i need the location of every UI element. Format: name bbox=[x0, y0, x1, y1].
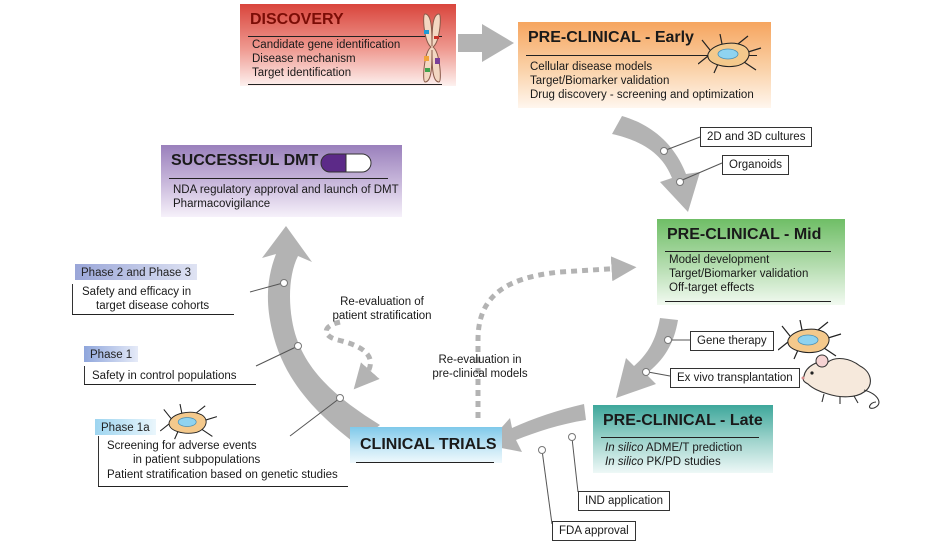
discovery-box: DISCOVERY Candidate gene identification … bbox=[240, 4, 456, 86]
phase1a-line: Patient stratification based on genetic … bbox=[107, 469, 338, 481]
preclinical-mid-rule-bottom bbox=[665, 301, 831, 302]
arrow-early-to-mid bbox=[612, 116, 700, 212]
preclinical-mid-rule bbox=[665, 251, 831, 252]
phase1a-bracket bbox=[98, 436, 99, 486]
reeval-stratification-label: Re-evaluation of patient stratification bbox=[332, 296, 432, 322]
preclinical-late-rule bbox=[601, 437, 759, 438]
arrow-discovery-to-early bbox=[458, 24, 514, 62]
arrow-mid-to-late bbox=[616, 318, 678, 398]
phase1-rule bbox=[84, 384, 256, 385]
preclinical-early-item: Cellular disease models bbox=[530, 61, 653, 73]
phase1-bracket bbox=[84, 366, 85, 384]
preclinical-late-item: In silico ADME/T prediction bbox=[605, 442, 743, 454]
clinical-trials-box: CLINICAL TRIALS bbox=[350, 427, 502, 463]
phase23-label: Phase 2 and Phase 3 bbox=[75, 264, 197, 280]
discovery-item: Disease mechanism bbox=[252, 53, 356, 65]
clinical-trials-title: CLINICAL TRIALS bbox=[360, 436, 497, 453]
preclinical-mid-item: Model development bbox=[669, 254, 770, 266]
capsule-icon bbox=[320, 153, 372, 173]
neuron-cell-icon bbox=[778, 320, 842, 360]
phase1a-line: Screening for adverse events bbox=[107, 440, 257, 452]
preclinical-early-rule bbox=[526, 55, 757, 56]
preclinical-late-title: PRE-CLINICAL - Late bbox=[603, 412, 763, 429]
successful-dmt-title: SUCCESSFUL DMT bbox=[171, 152, 319, 169]
preclinical-late-item: In silico PK/PD studies bbox=[605, 456, 721, 468]
reeval-models-label: Re-evaluation in pre-clinical models bbox=[432, 354, 528, 380]
discovery-rule-bottom bbox=[248, 84, 442, 85]
callout-ind-application: IND application bbox=[578, 491, 670, 511]
preclinical-mid-box: PRE-CLINICAL - Mid Model development Tar… bbox=[657, 219, 845, 305]
discovery-item: Candidate gene identification bbox=[252, 39, 401, 51]
callout-gene-therapy: Gene therapy bbox=[690, 331, 774, 351]
successful-dmt-rule bbox=[169, 178, 388, 179]
arrow-clinical-to-successful bbox=[262, 226, 380, 444]
phase1-line: Safety in control populations bbox=[92, 370, 237, 382]
preclinical-late-box: PRE-CLINICAL - Late In silico ADME/T pre… bbox=[593, 405, 773, 473]
arrow-late-to-clinical bbox=[486, 404, 586, 452]
discovery-rule bbox=[248, 36, 442, 37]
callout-fda-approval: FDA approval bbox=[552, 521, 636, 541]
mouse-icon bbox=[801, 354, 880, 409]
reeval-models-arrow bbox=[475, 256, 637, 418]
phase1a-line: in patient subpopulations bbox=[133, 454, 261, 466]
discovery-item: Target identification bbox=[252, 67, 352, 79]
preclinical-early-title: PRE-CLINICAL - Early bbox=[528, 29, 694, 46]
reeval-stratification-arrow bbox=[323, 319, 380, 390]
successful-dmt-item: Pharmacovigilance bbox=[173, 198, 271, 210]
preclinical-early-item: Target/Biomarker validation bbox=[530, 75, 670, 87]
successful-dmt-item: NDA regulatory approval and launch of DM… bbox=[173, 184, 399, 196]
neuron-cell-icon bbox=[160, 404, 218, 440]
callout-ex-vivo: Ex vivo transplantation bbox=[670, 368, 800, 388]
phase23-bracket bbox=[72, 284, 73, 314]
clinical-trials-rule bbox=[356, 462, 494, 463]
phase23-line: Safety and efficacy in bbox=[82, 286, 192, 298]
callout-cultures: 2D and 3D cultures bbox=[700, 127, 813, 147]
phase1a-rule bbox=[98, 486, 348, 487]
chromosome-icon bbox=[423, 13, 441, 83]
callout-organoids: Organoids bbox=[722, 155, 790, 175]
neuron-cell-icon bbox=[698, 34, 762, 74]
preclinical-mid-item: Target/Biomarker validation bbox=[669, 268, 809, 280]
preclinical-mid-title: PRE-CLINICAL - Mid bbox=[667, 226, 822, 243]
phase1a-label: Phase 1a bbox=[95, 419, 156, 435]
phase23-line: target disease cohorts bbox=[96, 300, 210, 312]
phase1-label: Phase 1 bbox=[84, 346, 139, 362]
preclinical-mid-item: Off-target effects bbox=[669, 282, 755, 294]
preclinical-early-item: Drug discovery - screening and optimizat… bbox=[530, 89, 754, 101]
phase23-rule bbox=[72, 314, 234, 315]
discovery-title: DISCOVERY bbox=[250, 11, 344, 28]
